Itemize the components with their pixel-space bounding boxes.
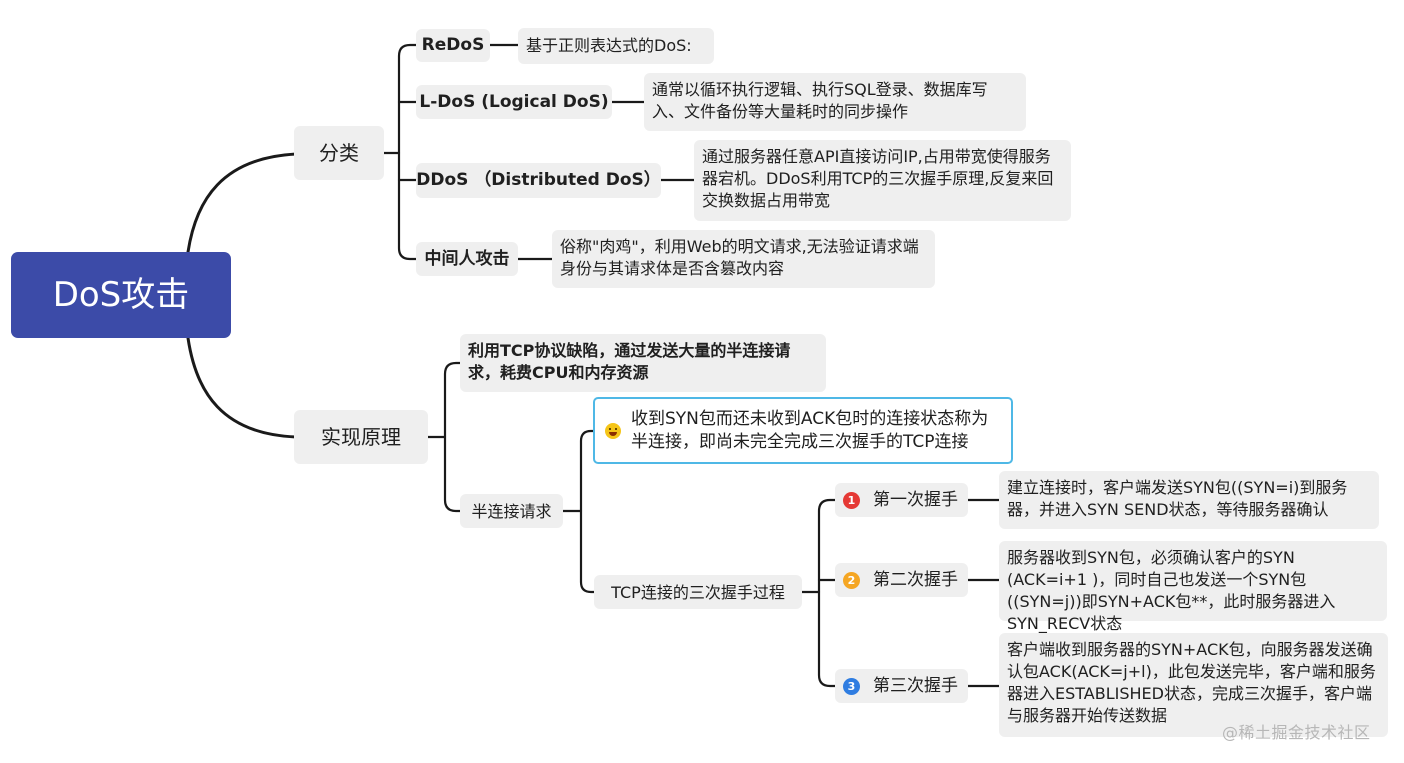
root-node[interactable]: DoS攻击 xyxy=(11,252,231,338)
step-1-node[interactable]: 1 第一次握手 xyxy=(835,483,968,517)
grinning-face-icon xyxy=(605,422,621,439)
redos-note[interactable]: 基于正则表达式的DoS: xyxy=(518,28,714,64)
handshake-node[interactable]: TCP连接的三次握手过程 xyxy=(594,575,802,609)
implementation-node[interactable]: 实现原理 xyxy=(294,410,428,464)
step-3-detail[interactable]: 客户端收到服务器的SYN+ACK包，向服务器发送确认包ACK(ACK=j+l)，… xyxy=(999,633,1388,737)
mitm-note[interactable]: 俗称"肉鸡"，利用Web的明文请求,无法验证请求端身份与其请求体是否含篡改内容 xyxy=(552,230,935,288)
category-node[interactable]: 分类 xyxy=(294,126,384,180)
ldos-note[interactable]: 通常以循环执行逻辑、执行SQL登录、数据库写入、文件备份等大量耗时的同步操作 xyxy=(644,73,1026,131)
ddos-note[interactable]: 通过服务器任意API直接访问IP,占用带宽使得服务器宕机。DDoS利用TCP的三… xyxy=(694,140,1071,221)
number-two-icon: 2 xyxy=(843,571,860,589)
step-3-node[interactable]: 3 第三次握手 xyxy=(835,669,968,703)
redos-node[interactable]: ReDoS xyxy=(416,29,490,62)
tcp-flaw-node[interactable]: 利用TCP协议缺陷，通过发送大量的半连接请求，耗费CPU和内存资源 xyxy=(460,334,826,392)
half-open-definition-node[interactable]: 收到SYN包而还未收到ACK包时的连接状态称为半连接，即尚未完全完成三次握手的T… xyxy=(593,397,1013,464)
half-open-node[interactable]: 半连接请求 xyxy=(460,494,563,528)
number-one-icon: 1 xyxy=(843,491,860,509)
step-1-detail[interactable]: 建立连接时，客户端发送SYN包((SYN=i)到服务器，并进入SYN SEND状… xyxy=(999,471,1379,529)
watermark: @稀土掘金技术社区 xyxy=(1222,723,1371,742)
root-label: DoS攻击 xyxy=(52,274,190,315)
ddos-node[interactable]: DDoS （Distributed DoS） xyxy=(416,163,661,198)
step-2-node[interactable]: 2 第二次握手 xyxy=(835,563,968,597)
mitm-node[interactable]: 中间人攻击 xyxy=(416,242,518,276)
number-three-icon: 3 xyxy=(843,677,860,695)
step-2-detail[interactable]: 服务器收到SYN包，必须确认客户的SYN (ACK=i+1 )，同时自己也发送一… xyxy=(999,541,1387,633)
category-label: 分类 xyxy=(319,140,359,165)
implementation-label: 实现原理 xyxy=(321,424,401,449)
ldos-node[interactable]: L-DoS (Logical DoS) xyxy=(416,85,612,119)
